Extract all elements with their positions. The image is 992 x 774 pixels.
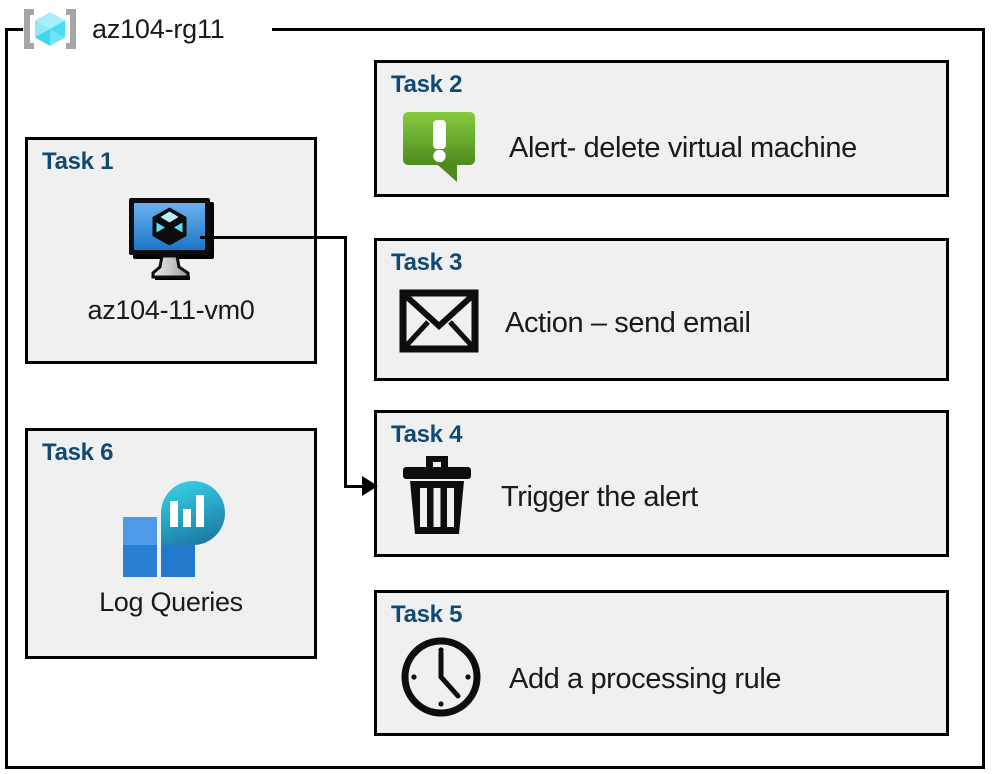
clock-icon <box>399 635 483 724</box>
card-task1-caption: az104-11-vm0 <box>87 295 255 325</box>
resource-group-border-bottom <box>5 766 985 769</box>
card-task6-title: Task 6 <box>42 439 114 466</box>
card-task5-title: Task 5 <box>391 601 463 628</box>
resource-group-border-left <box>5 28 8 769</box>
card-task4-title: Task 4 <box>391 421 463 448</box>
card-task4-caption: Trigger the alert <box>501 481 698 513</box>
connector-segment-horizontal-top <box>200 236 347 239</box>
alert-callout-icon <box>399 106 483 191</box>
arrowhead-right-icon <box>362 476 378 496</box>
card-task6[interactable]: Task 6 <box>25 428 317 659</box>
card-task1-title: Task 1 <box>42 148 114 175</box>
log-queries-icon <box>117 481 225 586</box>
card-task2-title: Task 2 <box>391 71 463 98</box>
card-task3-caption: Action – send email <box>505 307 751 339</box>
resource-group-header: az104-rg11 <box>20 2 225 56</box>
card-task1[interactable]: Task 1 <box>25 137 317 364</box>
card-task4[interactable]: Task 4 Trigger the alert <box>374 410 949 557</box>
card-task6-caption: Log Queries <box>99 587 243 617</box>
card-task2[interactable]: Task 2 Alert- delete virtual machin <box>374 60 949 197</box>
card-task3-title: Task 3 <box>391 249 463 276</box>
trash-can-icon <box>399 453 475 542</box>
envelope-icon <box>399 289 479 358</box>
card-task3[interactable]: Task 3 Action – send email <box>374 238 949 381</box>
connector-segment-vertical <box>344 236 347 488</box>
card-task5-caption: Add a processing rule <box>509 663 782 695</box>
resource-group-border-top-left <box>5 28 23 31</box>
resource-group-border-right <box>982 28 985 769</box>
resource-group-border-top-right <box>272 28 985 31</box>
card-task2-caption: Alert- delete virtual machine <box>509 132 857 164</box>
connector-segment-horizontal-bottom <box>344 485 370 488</box>
virtual-machine-icon <box>124 194 218 287</box>
resource-group-label: az104-rg11 <box>92 13 225 44</box>
resource-group-cube-icon <box>20 5 80 53</box>
card-task5[interactable]: Task 5 Add a processing rule <box>374 590 949 736</box>
